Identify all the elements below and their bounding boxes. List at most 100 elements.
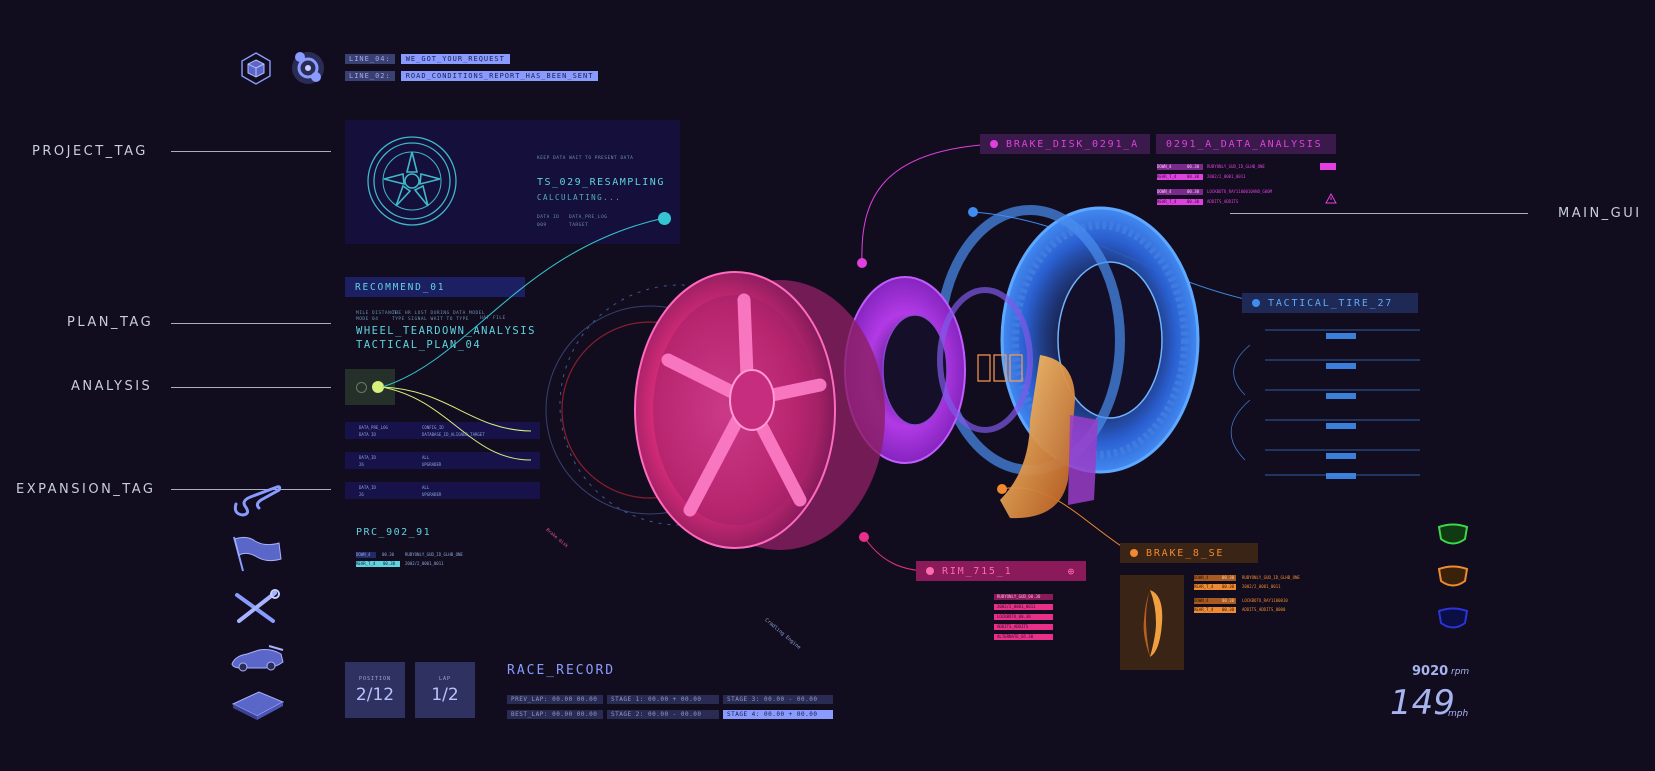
status-badge-blue[interactable] [1436,605,1470,633]
brake-row-3-text: LOCKBOTO_RAY1100010 [1242,598,1288,603]
da-row-2-text: 2002/2_0001_0011 [1207,174,1246,179]
plan-tag-label: PLAN_TAG [67,315,154,330]
status-badge-green[interactable] [1436,521,1470,549]
brake-tag-dot [1130,549,1138,557]
brake-disk-tag-dot [990,140,998,148]
flag-icon[interactable] [229,533,283,573]
status-line-2: LINE_02: ROAD_CONDITIONS_REPORT_HAS_BEEN… [345,70,599,81]
brake-disk-tag-label: BRAKE_DISK_0291_A [1006,138,1139,150]
analysis-row-3-a2: 26 [359,492,364,497]
status-badge-orange[interactable] [1436,563,1470,591]
car-icon[interactable] [229,642,285,674]
tools-icon[interactable] [231,589,281,625]
tactical-tire-tag-dot [1252,299,1260,307]
project-meta-2b: TARGET [569,223,589,228]
caliper-image [1143,590,1163,657]
cube-icon[interactable] [239,51,273,85]
brake-row-4-val: 00.30 [1222,607,1235,612]
data-analysis-tag-label: 0291_A_DATA_ANALYSIS [1166,138,1323,150]
analysis-line [171,387,331,388]
plan-line-2: TACTICAL_PLAN_04 [356,339,482,351]
brake-row-2-text: 2002/2_0001_0011 [1242,584,1281,589]
terrain-icon[interactable] [229,688,285,720]
prc-row-2-text: 2002/2_0001_0011 [405,561,444,566]
brake-row-3-tag: DOWN_4 [1194,598,1236,604]
project-status: CALCULATING... [537,193,622,202]
da-row-1-val: 00.30 [1187,164,1200,169]
project-meta-1a: DATA ID [537,215,560,220]
analysis-row-1-a1: DATA_PRE_LOG [359,425,388,430]
project-note: KEEP DATA WAIT TO PRESENT DATA [537,156,634,161]
prc-row-1-text: RUBYONLY_GUD_ID_GLHB_ONE [405,552,463,557]
lap-value: 1/2 [431,685,459,705]
status-line-1: LINE_04: WE_GOT_YOUR_REQUEST [345,53,510,64]
status-line-1-key: LINE_04: [345,53,395,64]
warning-icon [1325,193,1337,204]
brake-row-1-tag: DOWN_4 [1194,575,1236,581]
brake-tag-label: BRAKE_8_SE [1146,547,1225,559]
race-stage-3: STAGE 3: 00.00 - 00.00 [723,695,833,704]
analysis-row-1-b1: CONFIG_ID [422,425,444,430]
da-row-4-tag: REAR_T_4 [1157,199,1203,205]
analysis-label: ANALYSIS [71,379,153,394]
recommend-tag[interactable]: RECOMMEND_01 [345,277,525,297]
plan-line-1: WHEEL_TEARDOWN_ANALYSIS [356,325,536,337]
position-box: POSITION 2/12 [345,662,405,718]
analysis-node-dot [372,381,384,393]
mph-value: 149 [1390,683,1455,723]
race-prev-lap: PREV_LAP: 00.00 00.00 [507,695,603,704]
race-stage-2: STAGE 2: 00.00 - 00.00 [607,710,719,719]
rim-tag[interactable]: RIM_715_1 ⊕ [916,561,1086,581]
rim-tag-label: RIM_715_1 [942,565,1013,577]
tactical-tire-tag[interactable]: TACTICAL_TIRE_27 [1242,293,1418,313]
analysis-row-2-a2: 26 [359,462,364,467]
prc-row-1-tag: DOWN_4 [356,552,376,558]
project-node-dot[interactable] [658,212,671,225]
brake-disk-tag[interactable]: BRAKE_DISK_0291_A [980,134,1150,154]
analysis-row-3[interactable]: DATA_ID 26 ALL UPGRADER [345,482,540,499]
recommend-small-c: HAT FILE [480,316,506,321]
tactical-tire-tag-label: TACTICAL_TIRE_27 [1268,297,1394,309]
analysis-row-2-a1: DATA_ID [359,455,376,460]
brake-row-1-val: 00.30 [1222,575,1235,580]
crosshair-icon: ⊕ [1067,564,1076,578]
recommend-small-b2: TYPE SIGNAL WAIT TO TYPE [392,317,470,322]
analysis-row-1-a2: DATA ID [359,432,376,437]
rim-row-1: RUBYONLY_GUD_00.30 [994,594,1053,600]
race-stage-4: STAGE 4: 00.00 + 00.00 [723,710,833,719]
da-row-1-text: RUBYONLY_GUD_ID_GLHB_ONE [1207,164,1265,169]
mph-unit: mph [1448,709,1469,719]
recommend-small-a2: MODE 04 [356,317,379,322]
da-row-3-val: 00.30 [1187,189,1200,194]
analysis-row-2[interactable]: DATA_ID 26 ALL UPGRADER [345,452,540,469]
data-analysis-tag[interactable]: 0291_A_DATA_ANALYSIS [1156,134,1336,154]
prc-row-2-tag: REAR_T_4 [356,561,400,567]
da-row-3-tag: DOWN_4 [1157,189,1203,195]
plan-tag-line [171,323,331,324]
race-record-title: RACE_RECORD [507,663,616,678]
brake-row-2-val: 00.30 [1222,584,1235,589]
rim-tag-dot [926,567,934,575]
da-row-2-val: 00.30 [1187,174,1200,179]
brake-row-3-val: 00.30 [1222,598,1235,603]
nodes-icon[interactable] [289,48,327,86]
wheel-icon [367,136,457,226]
rpm-value: 9020 [1412,664,1449,679]
analysis-row-3-b2: UPGRADER [422,492,442,497]
rim-row-3: LOCKBOTO_00.30 [994,614,1053,620]
project-tag-label: PROJECT_TAG [32,144,148,159]
rim-row-5: ALTERNATE_05.30 [994,634,1053,640]
position-value: 2/12 [355,685,395,705]
project-meta-1b: DATA_PRE_LOG [569,215,608,220]
brake-tag[interactable]: BRAKE_8_SE [1120,543,1258,563]
project-title: TS_029_RESAMPLING [537,177,665,188]
analysis-row-1[interactable]: DATA_PRE_LOG DATA ID CONFIG_ID DATABASE_… [345,422,540,439]
da-row-3-text: LOCKBOTO_RAY1100010ANO_G00M [1207,189,1273,194]
prc-row-2-val: 00.30 [383,561,396,566]
status-line-2-value: ROAD_CONDITIONS_REPORT_HAS_BEEN_SENT [400,70,599,81]
analysis-row-2-b2: UPGRADER [422,462,442,467]
expansion-tag-line [171,489,331,490]
status-line-1-value: WE_GOT_YOUR_REQUEST [400,53,510,64]
track-icon[interactable] [231,484,283,518]
